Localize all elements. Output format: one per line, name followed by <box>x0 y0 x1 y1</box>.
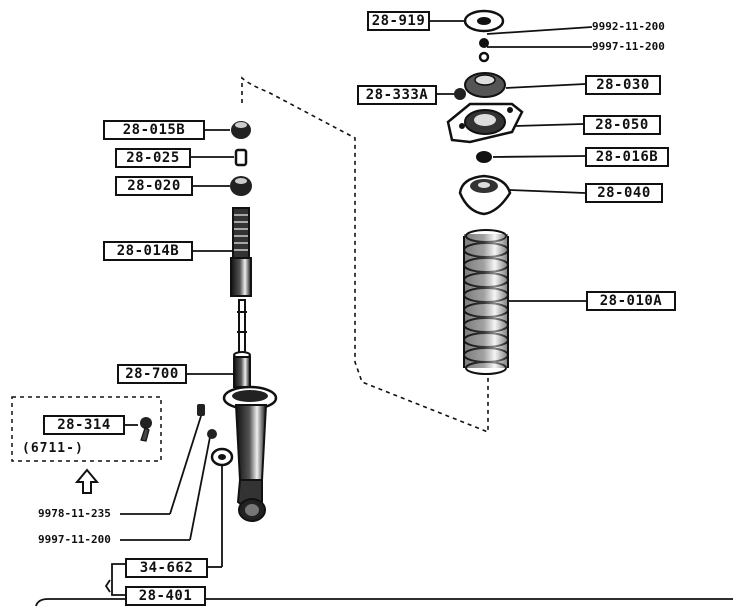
washer-small-part <box>478 51 490 63</box>
text-9997-11-200-bottom: 9997-11-200 <box>38 533 111 546</box>
label-28-314: 28-314 <box>43 415 125 435</box>
label-28-333a: 28-333A <box>357 85 437 105</box>
label-28-030: 28-030 <box>585 75 661 95</box>
nut-part <box>479 38 489 48</box>
label-28-700: 28-700 <box>117 364 187 384</box>
small-nut-part <box>454 88 466 100</box>
up-arrow-icon <box>74 468 100 494</box>
label-28-015b: 28-015B <box>103 120 205 140</box>
leader-lines <box>104 20 593 596</box>
label-28-050: 28-050 <box>583 115 661 135</box>
label-28-040: 28-040 <box>585 183 663 203</box>
bushing-part <box>476 151 492 163</box>
assembly-dashed-outline <box>241 76 489 434</box>
shock-absorber-part <box>222 299 278 522</box>
label-28-401: 28-401 <box>125 586 206 606</box>
base-line <box>35 598 733 607</box>
label-28-025: 28-025 <box>115 148 191 168</box>
text-9978-11-235: 9978-11-235 <box>38 507 111 520</box>
coil-spring-part <box>463 229 509 375</box>
label-28-014b: 28-014B <box>103 241 193 261</box>
label-28-020: 28-020 <box>115 176 193 196</box>
bolt-28-314-icon <box>140 417 152 442</box>
alt-part-dashed-box <box>11 396 162 462</box>
label-34-662: 34-662 <box>125 558 208 578</box>
sleeve-part <box>234 148 248 167</box>
bolt-part <box>197 404 205 416</box>
dust-boot-part <box>230 207 252 297</box>
label-28-016b: 28-016B <box>585 147 669 167</box>
text-9997-11-200-top: 9997-11-200 <box>592 40 665 53</box>
cap-washer-part <box>210 447 234 467</box>
label-28-010a: 28-010A <box>586 291 676 311</box>
note-6711: (6711-) <box>22 441 84 456</box>
text-9992-11-200: 9992-11-200 <box>592 20 665 33</box>
washer-lower-part <box>207 429 217 439</box>
label-28-919: 28-919 <box>367 11 430 31</box>
